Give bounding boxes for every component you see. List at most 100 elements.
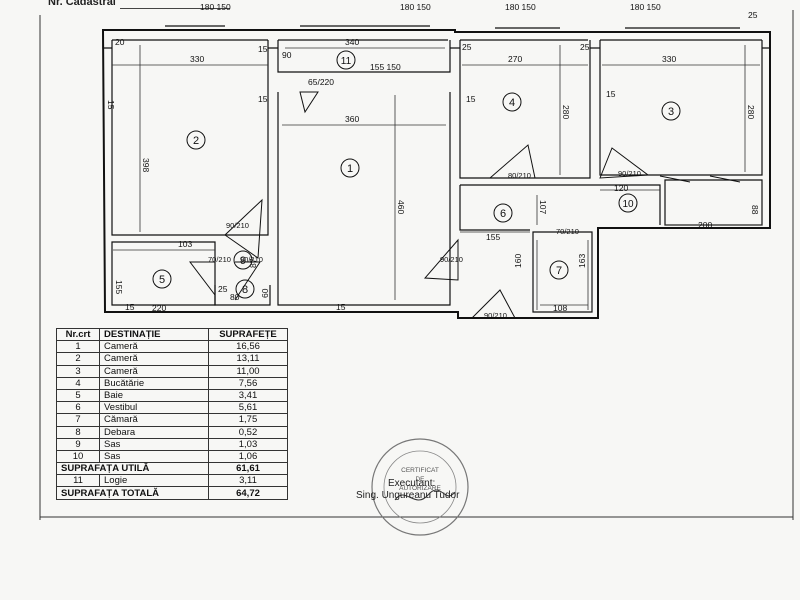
room-circle-7 <box>549 260 569 280</box>
dim-15-e: 15 <box>606 89 616 99</box>
dim-15-c: 15 <box>258 94 268 104</box>
cell-dest: Sas <box>99 449 209 464</box>
util-surface-value: 61,61 <box>208 462 288 476</box>
dim-65-220: 65/220 <box>308 77 334 87</box>
cell-dest: Cameră <box>99 364 209 378</box>
room-2-walls <box>111 40 269 236</box>
dim-107: 107 <box>538 200 548 214</box>
dim-340: 340 <box>345 37 359 47</box>
dim-160: 160 <box>513 254 523 268</box>
dim-155: 155 <box>486 232 500 242</box>
room-6-walls <box>459 184 661 231</box>
dim-top-180-150-a: 180 150 <box>200 2 231 12</box>
room-circle-9 <box>233 250 253 270</box>
cell-dest: Debara <box>99 425 209 439</box>
column-notches <box>102 32 770 49</box>
door-label-90-210-a: 90/210 <box>226 221 249 230</box>
cell-dest: Cameră <box>99 352 209 366</box>
stamp-line-2: DE <box>415 476 425 483</box>
room-number-5: 5 <box>159 274 165 286</box>
outer-wall <box>101 29 771 319</box>
room-number-6: 6 <box>500 208 506 220</box>
dim-top-180-150-c: 180 150 <box>505 2 536 12</box>
dim-90: 90 <box>282 50 292 60</box>
dim-330-left: 330 <box>190 54 204 64</box>
header-suprafete: SUPRAFEȚE <box>208 327 288 342</box>
cell-area: 1,06 <box>208 449 288 464</box>
door-swing-8 <box>234 261 261 301</box>
dim-120: 120 <box>614 183 628 193</box>
door-label-70-210-b: 70/210 <box>556 227 579 236</box>
cell-area: 5,61 <box>208 401 288 415</box>
dim-280-b: 280 <box>746 105 756 119</box>
room-3-walls <box>599 40 763 176</box>
dim-15-f: 15 <box>125 302 135 312</box>
door-swing-1-right <box>423 238 459 281</box>
room-11-walls <box>277 40 451 73</box>
dim-top-180-150-d: 180 150 <box>630 2 661 12</box>
stamp-line-3: AUTORIZARE <box>399 485 441 492</box>
executant-label: Executant: <box>388 478 436 489</box>
dim-15-d: 15 <box>466 94 476 104</box>
door-swing-entrance <box>470 289 516 319</box>
room-number-7: 7 <box>556 265 562 277</box>
stamp-line-1: CERTIFICAT <box>401 467 439 474</box>
dim-108: 108 <box>553 303 567 313</box>
door-label-90-210-c: 90/210 <box>440 255 463 264</box>
cell-dest: Vestibul <box>99 401 209 415</box>
room-number-10: 10 <box>622 199 634 210</box>
total-surface-label: SUPRAFAȚA TOTALĂ <box>56 486 209 500</box>
room-circle-6 <box>493 203 513 223</box>
room-circle-11 <box>336 50 356 70</box>
dimension-lines <box>112 45 762 310</box>
dim-25-c: 25 <box>748 10 758 20</box>
dim-398: 398 <box>141 158 151 172</box>
room-number-9: 9 <box>240 255 246 267</box>
signature-scribble <box>394 489 456 501</box>
dim-80: 80 <box>230 292 240 302</box>
dim-15-a: 15 <box>258 44 268 54</box>
cell-nr: 1 <box>56 340 100 354</box>
room-3-annex-walls <box>664 179 763 226</box>
cell-nr: 11 <box>56 474 100 488</box>
cell-area: 16,56 <box>208 340 288 354</box>
room-7-walls <box>532 231 593 313</box>
room-circle-10 <box>618 193 638 213</box>
util-surface-row: SUPRAFAȚA UTILĂ 61,61 <box>56 462 288 476</box>
door-label-90-210-e: 90/210 <box>484 311 507 320</box>
total-surface-value: 64,72 <box>208 486 288 500</box>
table-header-row: Nr.crt DESTINAȚIE SUPRAFEȚE <box>56 327 288 342</box>
dim-top-180-150-b: 180 150 <box>400 2 431 12</box>
door-swing-9 <box>224 198 263 259</box>
door-swing-11 <box>299 91 319 114</box>
total-surface-row: SUPRAFAȚA TOTALĂ 64,72 <box>56 486 288 500</box>
door-swings <box>188 91 741 319</box>
cell-dest: Logie <box>99 474 209 488</box>
cell-nr: 10 <box>56 449 100 464</box>
dim-460: 460 <box>396 200 406 214</box>
room-number-1: 1 <box>347 163 353 175</box>
header-destinatie: DESTINAȚIE <box>99 327 209 342</box>
door-swing-3 <box>599 147 650 179</box>
cell-nr: 9 <box>56 437 100 451</box>
dim-360: 360 <box>345 114 359 124</box>
dim-88: 88 <box>750 205 760 215</box>
cell-nr: 3 <box>56 364 100 378</box>
signer-name: Sing. Ungureanu Tudor <box>356 490 460 501</box>
dimension-texts: 330 340 270 330 360 398 460 280 280 220 … <box>106 2 760 320</box>
dim-87: 87 <box>248 258 258 268</box>
dim-60: 60 <box>260 288 270 298</box>
room-number-11: 11 <box>341 56 352 67</box>
cell-area: 1,75 <box>208 413 288 427</box>
door-swing-4 <box>488 144 536 179</box>
